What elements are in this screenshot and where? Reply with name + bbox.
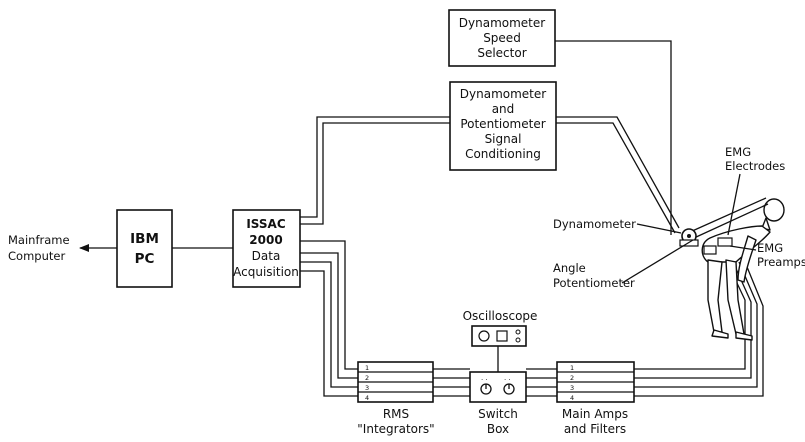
wire-issac-to-conditioning-a [300,116,450,218]
amps-channel-3: 3 [570,384,574,392]
signal-conditioning-block: Dynamometer and Potentiometer Signal Con… [449,81,557,171]
amps-channel-4: 4 [570,394,574,402]
speed-selector-label-line1: Dynamometer [459,16,545,30]
oscilloscope-dial-icon [478,330,490,342]
emg-electrodes-callout: EMG Electrodes [725,145,785,236]
issac-label-line4: Acquisition [233,265,299,279]
issac-block: ISSAC 2000 Data Acquisition [232,209,301,288]
connection-wires [79,40,764,397]
mainframe-label: Mainframe Computer [8,233,70,263]
issac-label-line2: 2000 [249,233,282,247]
conditioning-label-line1: Dynamometer [460,87,546,101]
ibm-pc-label-line2: PC [135,251,155,267]
rms-label-line2: "Integrators" [357,422,434,436]
ibm-pc-label-line1: IBM [130,231,159,247]
amps-channel-1: 1 [570,364,574,372]
angle-potentiometer-label-line1: Angle [553,261,586,275]
mainframe-label-line1: Mainframe [8,233,70,247]
emg-preamps-label-line1: EMG [757,241,783,255]
rms-channel-1: 1 [365,364,369,372]
emg-preamps-callout: EMG Preamps [729,241,805,269]
amps-label-line2: and Filters [564,422,626,436]
wire-conditioning-to-dynamometer-a [556,116,680,229]
wire-issac-to-conditioning-b [300,122,450,225]
emg-electrodes-label-line1: EMG [725,145,751,159]
issac-label-line1: ISSAC [246,217,285,231]
wire-issac-to-rms-4 [300,270,358,397]
dynamometer-icon [679,228,699,247]
rms-channel-3: 3 [365,384,369,392]
mainframe-label-line2: Computer [8,249,65,263]
wire-issac-to-rms-3 [300,261,358,388]
wire-issac-to-rms-1 [300,240,358,370]
svg-text:· ·: · · [504,376,511,384]
rms-label-line1: RMS [383,407,409,421]
oscilloscope-screen-icon [496,330,508,342]
amps-channel-2: 2 [570,374,574,382]
amps-label-line1: Main Amps [562,407,628,421]
wire-amps-to-preamps-3 [634,261,758,388]
oscilloscope: Oscilloscope [463,309,538,347]
ibm-pc-block: IBM PC [116,209,173,288]
conditioning-label-line4: Signal [485,132,522,146]
wire-speed-selector-dynamometer [555,40,672,235]
speed-selector-label-line3: Selector [477,46,526,60]
speed-selector-block: Dynamometer Speed Selector [448,9,556,67]
conditioning-label-line3: Potentiometer [460,117,545,131]
angle-potentiometer-label-line2: Potentiometer [553,276,635,290]
emg-electrodes-label-line2: Electrodes [725,159,785,173]
subject-figure-icon [689,197,785,341]
rms-integrators-block: 1 2 3 4 RMS "Integrators" [357,361,435,436]
switch-box-label-line2: Box [487,422,509,436]
switch-box-label-line1: Switch [478,407,518,421]
conditioning-label-line5: Conditioning [465,147,541,161]
wire-conditioning-to-dynamometer-b [556,122,676,234]
wire-amps-to-preamps-4 [634,261,764,397]
speed-selector-label-line2: Speed [483,31,521,45]
switch-box: · · · · Switch Box [469,371,527,436]
emg-preamps-label-line2: Preamps [757,255,805,269]
angle-potentiometer-callout: Angle Potentiometer [553,239,694,290]
issac-label-line3: Data [252,249,281,263]
svg-text:· ·: · · [481,376,488,384]
wire-issac-to-rms-2 [300,252,358,379]
main-amps-block: 1 2 3 4 Main Amps and Filters [556,361,635,436]
oscilloscope-label: Oscilloscope [463,309,538,323]
rms-channel-2: 2 [365,374,369,382]
dynamometer-label: Dynamometer [553,217,636,231]
conditioning-label-line2: and [492,102,515,116]
rms-channel-4: 4 [365,394,369,402]
dynamometer-callout: Dynamometer [553,217,682,234]
